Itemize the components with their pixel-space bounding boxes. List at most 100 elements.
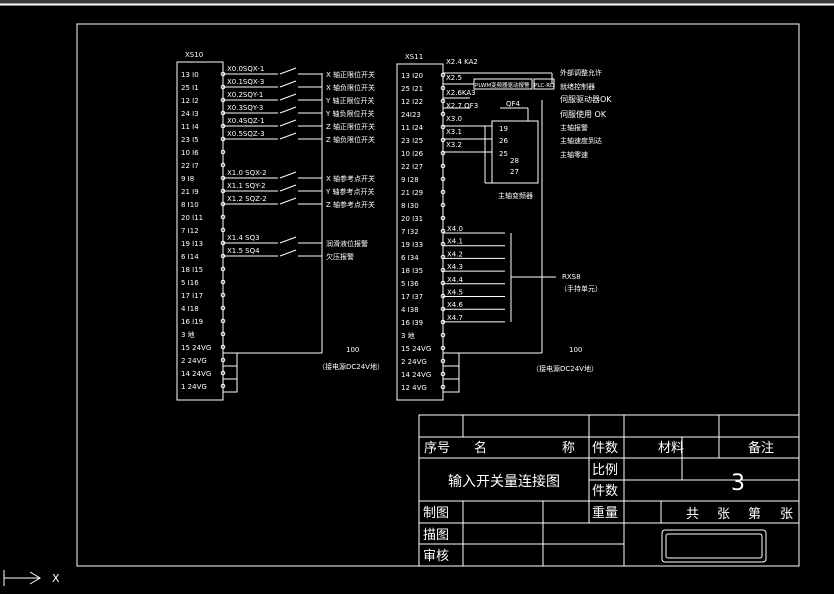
bus-line-label: X4.3 (447, 263, 463, 271)
left-pin-terminal (220, 305, 226, 311)
left-pin-label: 5 I16 (181, 279, 199, 287)
left-switch-label: X0.3SQY-3 (227, 104, 263, 112)
right-pin-terminal (440, 163, 446, 169)
count-label: 件数 (592, 484, 618, 499)
window-top-bar (0, 0, 834, 4)
right-pin-terminal (440, 111, 446, 117)
right-input-label: X3.1 (446, 128, 462, 136)
left-pin-label: 3 地 (181, 330, 195, 339)
left-pin-label: 7 I12 (181, 227, 199, 235)
left-pin-label: 19 I13 (181, 240, 203, 248)
right-pin-terminal (440, 85, 446, 91)
note-servo-use-ok: 伺服使用 OK (560, 109, 607, 119)
rxs8-label: RXS8 (562, 273, 581, 281)
ucs-axis-icon: X (3, 570, 60, 586)
right-pin-label: 15 24VG (401, 345, 431, 353)
right-pin-label: 8 I30 (401, 202, 419, 210)
left-pin-label: 4 I18 (181, 305, 199, 313)
right-pin-label: 14 24VG (401, 371, 431, 379)
left-switch-description: Y 轴参考点开关 (325, 187, 375, 196)
left-switch-label: X1.5 SQ4 (227, 247, 260, 255)
right-input-label: X3.0 (446, 115, 462, 123)
drawing-title: 输入开关量连接图 (448, 473, 560, 490)
left-switch-description: Z 轴参考点开关 (326, 200, 375, 209)
row-drafted: 制图 (423, 506, 449, 521)
title-block: 序号 名 称 件数 材料 备注 输入开关量连接图 比例 件数 重量 3 共 张 … (418, 414, 800, 567)
qf4-label: QF4 (506, 100, 521, 108)
left-switch-label: X1.4 SQ3 (227, 234, 260, 242)
right-pin-label: 4 I38 (401, 306, 419, 314)
left-pin-label: 13 I0 (181, 71, 199, 79)
left-pin-terminal (220, 162, 226, 168)
left-pin-terminal (220, 266, 226, 272)
right-pin-label: 25 I21 (401, 85, 423, 93)
sheets-current: 第 (748, 507, 761, 522)
left-pin-terminal (220, 383, 226, 389)
right-block-header: XS11 (405, 53, 423, 61)
left-block-header: XS10 (185, 51, 203, 59)
right-pin-label: 24I23 (401, 111, 421, 119)
header-name-2: 称 (562, 441, 575, 456)
right-pin-label: 17 I37 (401, 293, 423, 301)
left-pin-label: 22 I7 (181, 162, 199, 170)
plc-rd-box (533, 78, 555, 90)
left-switch-label: X0.1SQX-3 (227, 78, 264, 86)
header-count: 件数 (592, 441, 618, 456)
right-pin-terminal (440, 150, 446, 156)
right-supply-note: （接电源DC24V地） (532, 364, 598, 373)
left-pin-terminal (220, 357, 226, 363)
right-pin-label: 18 I35 (401, 267, 423, 275)
inverter-fault-label: PLWM变频器驱动报警 (475, 81, 530, 89)
left-pin-label: 2 24VG (181, 357, 207, 365)
right-pin-label: 2 24VG (401, 358, 427, 366)
left-pin-terminal (220, 149, 226, 155)
left-pin-label: 14 24VG (181, 370, 211, 378)
left-switch-description: Y 轴正限位开关 (325, 96, 375, 105)
ucs-x-label: X (52, 572, 60, 585)
left-pin-terminal (220, 279, 226, 285)
left-pin-label: 17 I17 (181, 292, 203, 300)
weight-label: 重量 (592, 505, 618, 521)
right-pin-label: 13 I20 (401, 72, 423, 80)
left-switch-label: X0.4SQZ-1 (227, 117, 265, 125)
sheets-total: 共 (686, 507, 699, 522)
header-remark: 备注 (748, 440, 774, 456)
right-pin-terminal (440, 137, 446, 143)
right-pin-terminal (440, 189, 446, 195)
note-spindle-speed: 主轴速度到达 (560, 136, 602, 145)
left-pin-label: 6 I14 (181, 253, 199, 261)
left-connector-body (176, 61, 224, 401)
right-pin-terminal (440, 267, 446, 273)
left-switch-label: X1.0 SQX-2 (227, 169, 267, 177)
left-switch-label: X0.5SQZ-3 (227, 130, 265, 138)
right-pin-label: 21 I29 (401, 189, 423, 197)
stamp-outer (661, 529, 767, 563)
sheet-number: 3 (731, 471, 745, 496)
left-pin-label: 20 I11 (181, 214, 203, 222)
right-input-label: X2.4 KA2 (446, 58, 478, 66)
right-pin-terminal (440, 345, 446, 351)
stamp-inner (665, 533, 763, 559)
left-switch-description: X 轴负限位开关 (326, 83, 375, 92)
note-ready-controller: 就绪控制器 (560, 82, 595, 91)
right-input-label: X2.7 QF3 (446, 102, 478, 110)
right-connector-body (396, 63, 444, 401)
left-switch-label: X1.2 SQZ-2 (227, 195, 267, 203)
spindle-terminal-27: 27 (510, 168, 519, 176)
left-pin-label: 16 I19 (181, 318, 203, 326)
bus-line-label: X4.2 (447, 250, 463, 258)
right-pin-label: 22 I27 (401, 163, 423, 171)
bus-line-label: X4.4 (447, 276, 463, 284)
left-switch-label: X0.0SQX-1 (227, 65, 264, 73)
right-pin-terminal (440, 176, 446, 182)
right-pin-terminal (440, 371, 446, 377)
right-input-label: X3.2 (446, 141, 462, 149)
header-name-1: 名 (474, 440, 487, 456)
bus-line-label: X4.5 (447, 289, 463, 297)
right-pin-label: 19 I33 (401, 241, 423, 249)
header-seq: 序号 (424, 441, 450, 456)
left-pin-terminal (220, 292, 226, 298)
left-pin-label: 18 I15 (181, 266, 203, 274)
